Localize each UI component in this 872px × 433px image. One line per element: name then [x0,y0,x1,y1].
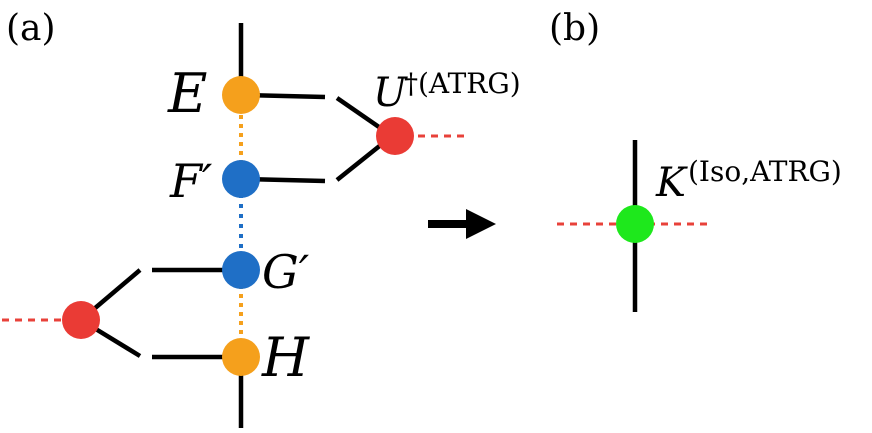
panel-label-a: (a) [6,8,56,49]
isometry-node-left [62,301,100,339]
label-U: U [373,70,408,116]
label-G: G′ [262,245,310,299]
label-K: K [655,160,688,206]
right-arrow-icon [428,209,496,239]
label-F: F′ [169,154,213,208]
tensor-node-H [222,338,260,376]
tensor-node-F [222,160,260,198]
isometry-node-U [376,117,414,155]
label-U-superscript: †(ATRG) [404,67,521,100]
label-K-superscript: (Iso,ATRG) [688,155,842,188]
tensor-node-K [616,205,654,243]
tensor-node-E [222,76,260,114]
panel-label-b: (b) [549,8,600,49]
label-E: E [167,62,207,125]
label-H: H [261,326,310,389]
tensor-node-G [222,251,260,289]
